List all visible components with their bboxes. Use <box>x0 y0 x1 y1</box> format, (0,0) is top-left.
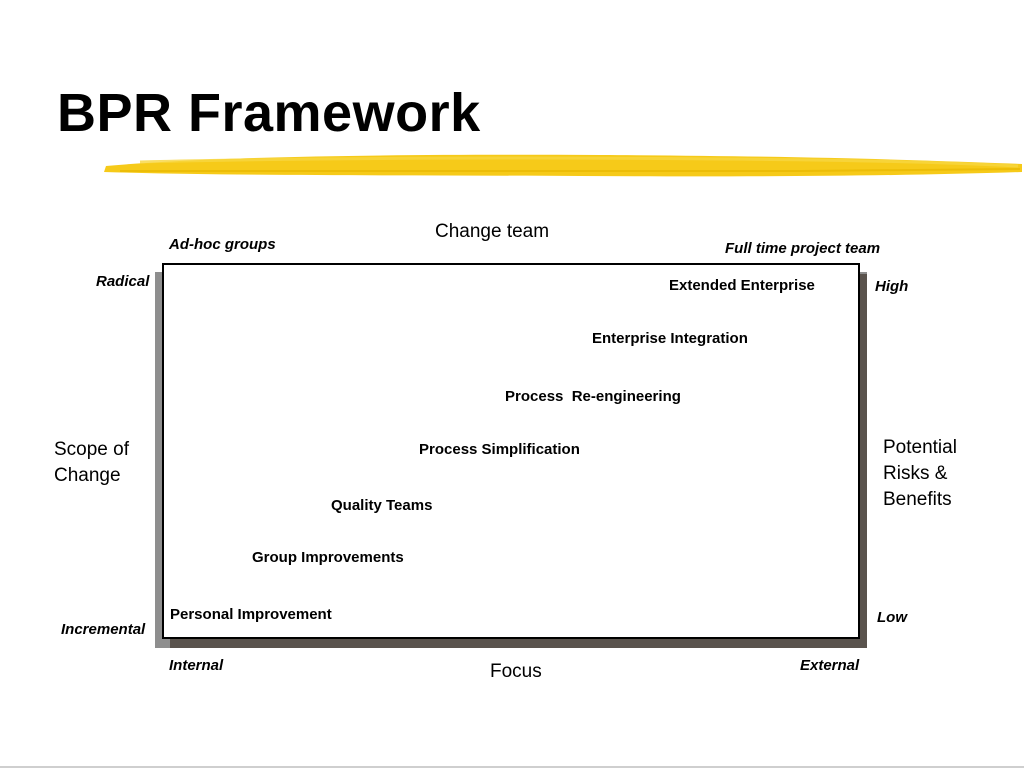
left-axis-label: Scope of Change <box>54 439 129 486</box>
stage-quality-teams: Quality Teams <box>331 497 433 514</box>
bottom-right-label: External <box>800 657 860 674</box>
top-axis-label: Change team <box>435 221 550 242</box>
stage-process-reengineering: Process Re-engineering <box>505 388 681 405</box>
slide-bottom-rule <box>0 766 1024 768</box>
framework-frame <box>162 263 860 639</box>
top-right-label: Full time project team <box>725 240 881 257</box>
bottom-left-label: Internal <box>169 657 224 674</box>
left-top-label: Radical <box>96 273 150 290</box>
stage-personal-improvement: Personal Improvement <box>170 606 332 623</box>
right-axis-label: Potential Risks & Benefits <box>883 437 957 510</box>
slide-title: BPR Framework <box>57 83 481 143</box>
right-bottom-label: Low <box>877 609 907 626</box>
right-top-label: High <box>875 278 909 295</box>
stage-process-simplification: Process Simplification <box>419 441 580 458</box>
bottom-axis-label: Focus <box>490 661 542 682</box>
highlighter-stroke-decoration <box>104 154 1022 177</box>
left-bottom-label: Incremental <box>61 621 146 638</box>
top-left-label: Ad-hoc groups <box>169 236 276 253</box>
stage-extended-enterprise: Extended Enterprise <box>669 277 815 294</box>
stage-enterprise-integration: Enterprise Integration <box>592 330 748 347</box>
stage-group-improvements: Group Improvements <box>252 549 404 566</box>
